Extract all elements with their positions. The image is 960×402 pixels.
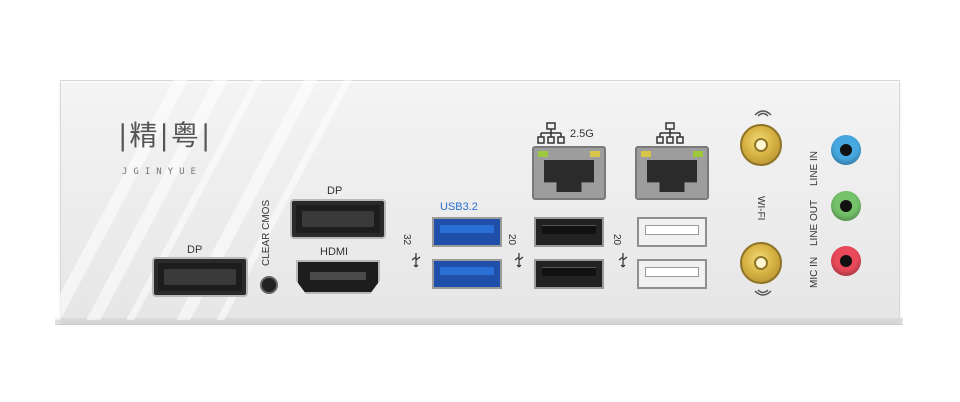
usb32-port-bottom[interactable]: [432, 259, 502, 289]
usb32-port-top[interactable]: [432, 217, 502, 247]
usb20-port-black-top[interactable]: [534, 217, 604, 247]
label-line-out: LINE OUT: [809, 199, 820, 246]
ethernet-port-2-5g[interactable]: [532, 146, 606, 200]
label-dp-left: DP: [187, 244, 203, 256]
usb20-port-white-bottom[interactable]: [637, 259, 707, 289]
wifi-icon: [754, 289, 772, 296]
brand-logo: |精|粤|: [118, 119, 213, 152]
ethernet-port[interactable]: [635, 146, 709, 200]
label-wifi: WI-FI: [755, 196, 766, 221]
label-hdmi: HDMI: [320, 246, 349, 258]
wifi-icon: [754, 110, 772, 117]
brand-subtitle: JGINYUE: [122, 167, 202, 177]
label-usb-32-tag: 32: [401, 234, 412, 246]
label-usb32: USB3.2: [440, 201, 478, 213]
label-clear-cmos: CLEAR CMOS: [261, 199, 272, 266]
wifi-antenna-connector-bottom[interactable]: [740, 242, 782, 284]
network-icon: [537, 122, 565, 144]
usb20-port-black-bottom[interactable]: [534, 259, 604, 289]
label-usb-20-tag-a: 20: [506, 234, 517, 246]
hdmi-port[interactable]: [296, 260, 380, 294]
network-icon: [656, 122, 684, 144]
label-mic-in: MIC IN: [809, 256, 820, 288]
label-usb-20-tag-b: 20: [611, 234, 622, 246]
usb-icon: [514, 253, 524, 268]
label-dp-top: DP: [327, 185, 343, 197]
label-lan-speed: 2.5G: [570, 128, 594, 140]
usb20-port-white-top[interactable]: [637, 217, 707, 247]
usb-icon: [411, 253, 421, 268]
label-line-in: LINE IN: [809, 150, 820, 186]
audio-jack-line-in[interactable]: [831, 135, 861, 165]
displayport-port-top[interactable]: [290, 199, 386, 239]
usb-icon: [618, 253, 628, 268]
audio-jack-mic-in[interactable]: [831, 246, 861, 276]
displayport-port-left[interactable]: [152, 257, 248, 297]
audio-jack-line-out[interactable]: [831, 191, 861, 221]
clear-cmos-button[interactable]: [260, 276, 278, 294]
wifi-antenna-connector-top[interactable]: [740, 124, 782, 166]
